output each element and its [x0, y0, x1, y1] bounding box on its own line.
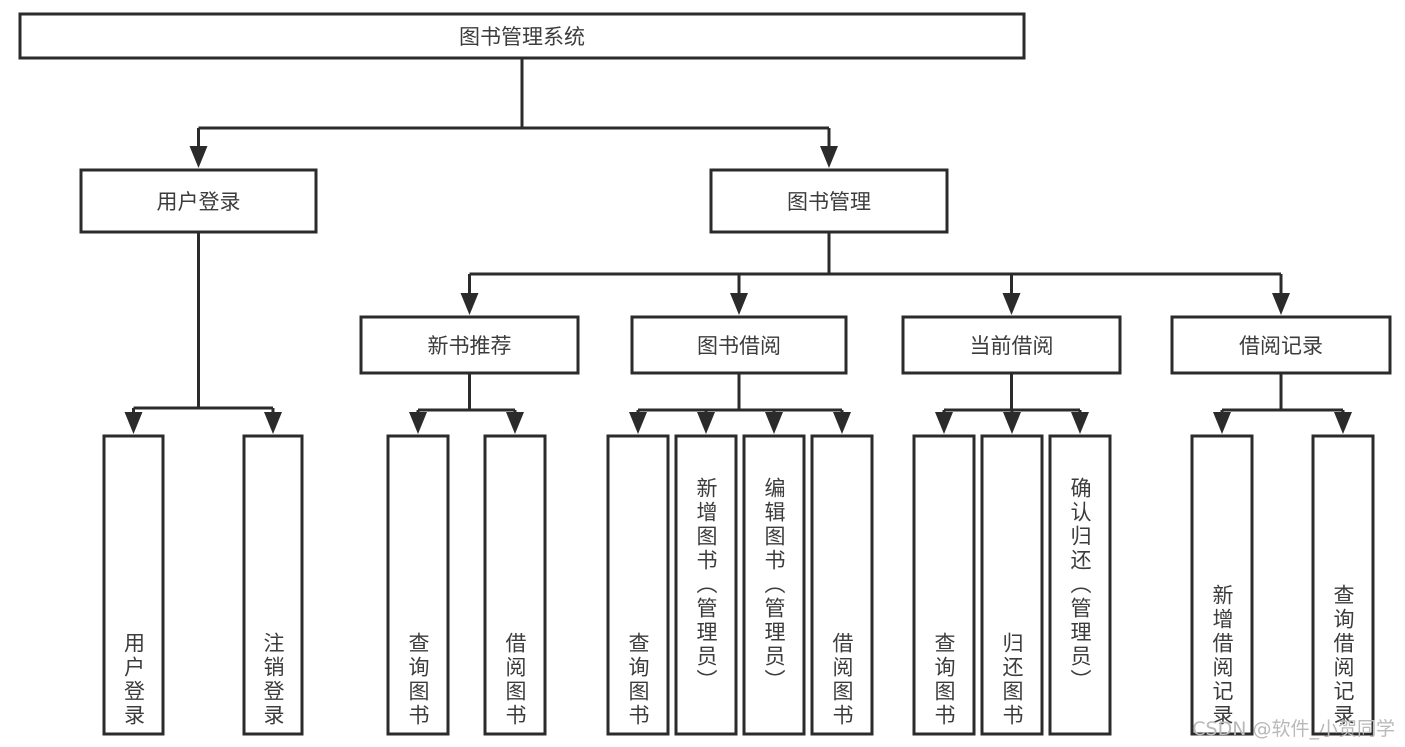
- arrow-head-icon: [1272, 293, 1290, 315]
- node-box-leaf_10[interactable]: [1048, 434, 1112, 736]
- node-box-leaf_9[interactable]: [980, 434, 1044, 736]
- arrow-head-icon: [833, 412, 851, 434]
- node-box-l2_1[interactable]: [709, 168, 949, 234]
- node-box-l2_0[interactable]: [79, 168, 318, 234]
- arrow-head-icon: [264, 412, 282, 434]
- node-box-leaf_7[interactable]: [810, 434, 874, 736]
- node-box-leaf_0[interactable]: [102, 434, 165, 736]
- arrow-head-icon: [460, 293, 479, 315]
- node-box-leaf_2[interactable]: [386, 434, 450, 736]
- arrow-head-icon: [1213, 412, 1231, 434]
- node-box-l3_0[interactable]: [359, 315, 580, 375]
- node-box-leaf_12[interactable]: [1311, 434, 1375, 736]
- node-box-l3_3[interactable]: [1170, 315, 1392, 375]
- arrow-head-icon: [1002, 293, 1021, 315]
- arrow-head-icon: [409, 412, 427, 434]
- arrow-head-icon: [189, 146, 208, 168]
- arrow-head-icon: [730, 293, 748, 315]
- arrow-head-icon: [1003, 412, 1021, 434]
- node-box-l3_2[interactable]: [901, 315, 1122, 375]
- arrow-head-icon: [629, 412, 647, 434]
- arrow-head-icon: [697, 412, 715, 434]
- arrow-head-icon: [506, 412, 524, 434]
- edge-layer: [124, 58, 1352, 434]
- arrow-head-icon: [820, 146, 838, 168]
- node-box-leaf_6[interactable]: [742, 434, 806, 736]
- node-box-layer: [18, 12, 1392, 736]
- node-box-leaf_1[interactable]: [242, 434, 304, 736]
- node-box-leaf_8[interactable]: [912, 434, 976, 736]
- node-box-root[interactable]: [18, 12, 1026, 60]
- arrow-head-icon: [1334, 412, 1352, 434]
- arrow-head-icon: [765, 412, 783, 434]
- arrow-head-icon: [1071, 412, 1089, 434]
- node-box-l3_1[interactable]: [630, 315, 848, 375]
- node-box-leaf_5[interactable]: [674, 434, 738, 736]
- node-box-leaf_3[interactable]: [483, 434, 547, 736]
- node-box-leaf_4[interactable]: [606, 434, 670, 736]
- arrow-head-icon: [124, 412, 143, 434]
- arrow-head-icon: [935, 412, 953, 434]
- node-box-leaf_11[interactable]: [1190, 434, 1254, 736]
